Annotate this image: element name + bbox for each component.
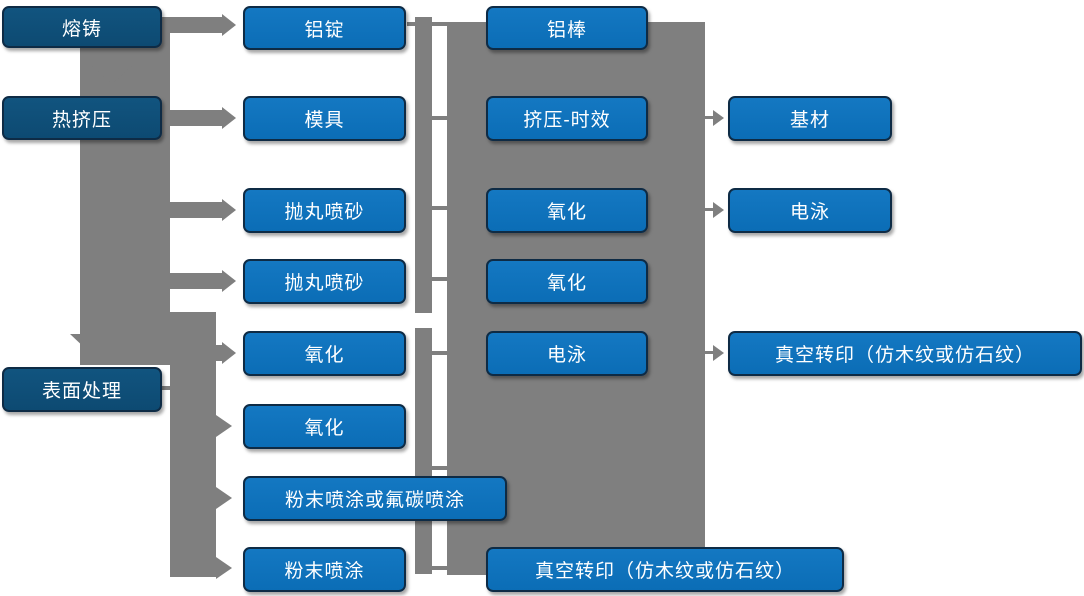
node-surface-treatment: 表面处理 [2, 367, 162, 412]
node-electrophoresis-1-label: 电泳 [546, 345, 587, 366]
node-oxidation-4: 氧化 [486, 259, 648, 304]
connector-stub-row4 [168, 273, 222, 289]
arrowhead-to-shot-blast-1-icon [222, 199, 236, 221]
connector-line-row8 [431, 566, 448, 570]
connector-line-row7 [431, 466, 448, 470]
connector-line-row2 [431, 116, 448, 120]
node-aluminum-ingot-label: 铝锭 [304, 19, 345, 41]
node-extrusion-aging: 挤压-时效 [486, 96, 648, 141]
node-shot-blast-sandblast-1: 抛丸喷砂 [243, 188, 406, 233]
connector-line-row1 [407, 22, 448, 26]
node-vacuum-transfer-print-1-label: 真空转印（仿木纹或仿石纹） [534, 561, 795, 582]
node-oxidation-4-label: 氧化 [546, 273, 587, 294]
node-vacuum-transfer-print-1: 真空转印（仿木纹或仿石纹） [486, 547, 844, 592]
surface-treatment-connector-line [158, 386, 174, 390]
node-extrusion-aging-label: 挤压-时效 [523, 110, 611, 131]
node-vacuum-transfer-print-2-label: 真空转印（仿木纹或仿石纹） [774, 345, 1035, 366]
arrowhead-to-vacuum-transfer-icon [713, 345, 724, 361]
node-hot-extrusion: 热挤压 [2, 96, 162, 140]
node-melt-casting-label: 熔铸 [61, 18, 102, 40]
arrowhead-to-mold-icon [222, 107, 236, 129]
node-mold-label: 模具 [304, 110, 345, 131]
arrowhead-to-shot-blast-2-icon [222, 270, 236, 292]
node-electrophoresis-1: 电泳 [486, 331, 648, 376]
node-powder-coating: 粉末喷涂 [243, 547, 406, 592]
node-surface-treatment-label: 表面处理 [41, 381, 122, 402]
node-shot-blast-sandblast-2-label: 抛丸喷砂 [284, 273, 365, 294]
arrowhead-to-oxidation-2-icon [216, 415, 232, 437]
node-melt-casting: 熔铸 [2, 6, 162, 48]
node-base-material: 基材 [728, 96, 892, 141]
arrowhead-to-base-material-icon [713, 110, 724, 126]
node-oxidation-1-label: 氧化 [304, 345, 345, 366]
node-shot-blast-sandblast-1-label: 抛丸喷砂 [284, 202, 365, 223]
arrow-stub-to-base-material [705, 116, 714, 119]
connector-line-row4 [431, 277, 448, 281]
arrowhead-to-electrophoresis-icon [713, 202, 724, 218]
connector-line-row5 [431, 351, 448, 355]
secondary-flow-bar [170, 312, 216, 577]
arrow-stub-to-electrophoresis [705, 208, 714, 211]
node-base-material-label: 基材 [789, 110, 830, 131]
node-aluminum-ingot: 铝锭 [243, 6, 406, 50]
node-powder-or-fluorocarbon-coating: 粉末喷涂或氟碳喷涂 [243, 476, 507, 521]
collector-bar-lower [415, 328, 432, 574]
node-oxidation-2-label: 氧化 [304, 418, 345, 439]
node-shot-blast-sandblast-2: 抛丸喷砂 [243, 259, 406, 304]
arrowhead-to-powder-fluorocarbon-icon [216, 487, 232, 509]
node-electrophoresis-2-label: 电泳 [789, 202, 830, 223]
arrowhead-to-powder-coating-icon [216, 557, 232, 579]
node-vacuum-transfer-print-2: 真空转印（仿木纹或仿石纹） [728, 331, 1082, 376]
node-powder-coating-label: 粉末喷涂 [284, 561, 365, 582]
down-arrowhead-to-hot-extrusion-icon [90, 64, 134, 84]
node-aluminum-rod: 铝棒 [486, 6, 648, 50]
collector-bar-upper [415, 17, 432, 313]
down-arrowhead-to-surface-treatment-icon [70, 334, 106, 351]
node-powder-or-fluorocarbon-coating-label: 粉末喷涂或氟碳喷涂 [284, 490, 465, 511]
arrowhead-to-aluminum-ingot-icon [222, 14, 236, 36]
arrow-stub-to-vacuum-transfer [705, 351, 714, 354]
node-electrophoresis-2: 电泳 [728, 188, 892, 233]
connector-stub-row3 [168, 202, 222, 218]
connector-stub-row1 [160, 17, 222, 33]
node-oxidation-3-label: 氧化 [546, 202, 587, 223]
node-oxidation-1: 氧化 [243, 331, 406, 376]
node-oxidation-3: 氧化 [486, 188, 648, 233]
node-mold: 模具 [243, 96, 406, 141]
connector-stub-row2 [168, 110, 222, 126]
arrowhead-to-oxidation-1-icon [222, 342, 236, 364]
node-oxidation-2: 氧化 [243, 404, 406, 449]
node-hot-extrusion-label: 热挤压 [51, 109, 112, 131]
connector-line-row3 [431, 206, 448, 210]
node-aluminum-rod-label: 铝棒 [546, 19, 587, 41]
